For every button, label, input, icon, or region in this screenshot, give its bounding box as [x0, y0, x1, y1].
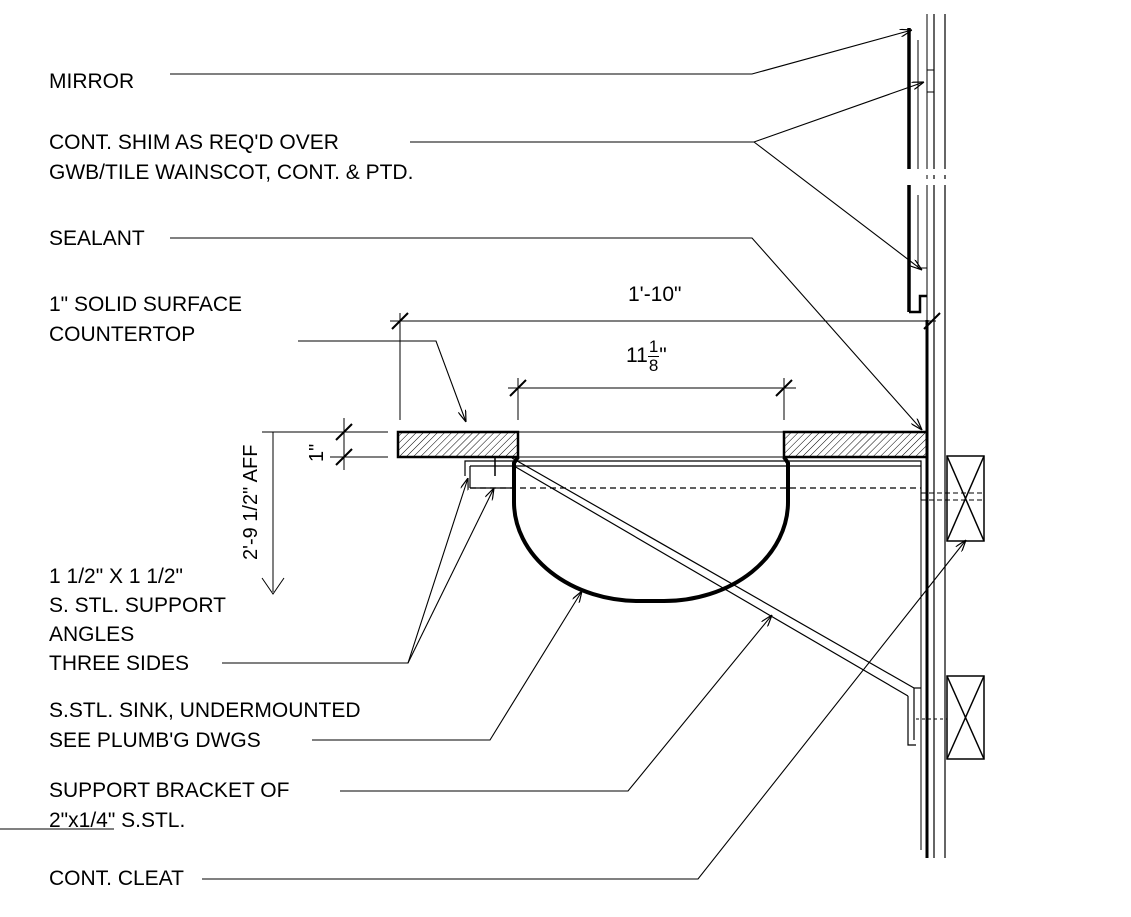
- label-mirror: MIRROR: [49, 70, 135, 93]
- mirror: [900, 28, 955, 314]
- label-sink-line2: SEE PLUMB'G DWGS: [49, 729, 261, 752]
- label-shim-line1: CONT. SHIM AS REQ'D OVER: [49, 131, 339, 154]
- support-bracket: [511, 457, 921, 746]
- dimension-sink-opening-whole: 11: [626, 344, 648, 367]
- label-angles-line3: ANGLES: [49, 623, 135, 646]
- label-cleat: CONT. CLEAT: [49, 867, 184, 890]
- label-countertop-line2: COUNTERTOP: [49, 323, 196, 346]
- label-shim-line2: GWB/TILE WAINSCOT, CONT. & PTD.: [49, 161, 414, 184]
- wall-blocking: [916, 455, 985, 760]
- label-angles-line1: 1 1/2" X 1 1/2": [49, 565, 183, 588]
- label-angles-line2: S. STL. SUPPORT: [49, 594, 226, 617]
- dimension-height: 2'-9 1/2" AFF: [240, 444, 262, 560]
- dimension-sink-opening-numerator: 1: [647, 336, 660, 357]
- dimension-thickness: 1": [306, 443, 328, 462]
- label-bracket-line2: 2"x1/4" S.STL.: [49, 809, 186, 832]
- label-bracket-line1: SUPPORT BRACKET OF: [49, 779, 290, 802]
- label-sealant: SEALANT: [49, 227, 145, 250]
- sink-bowl: [512, 455, 790, 603]
- dimension-sink-opening-unit: ": [659, 344, 667, 367]
- support-angles: [464, 458, 922, 500]
- label-countertop-line1: 1" SOLID SURFACE: [49, 293, 243, 316]
- leader-lines: [0, 30, 966, 880]
- dimension-overall: 1'-10": [628, 283, 682, 306]
- countertop: [396, 430, 929, 459]
- label-sink-line1: S.STL. SINK, UNDERMOUNTED: [49, 699, 361, 722]
- dimension-lines: [261, 312, 941, 595]
- label-angles-line4: THREE SIDES: [49, 652, 190, 675]
- dimension-sink-opening-denominator: 8: [648, 355, 659, 375]
